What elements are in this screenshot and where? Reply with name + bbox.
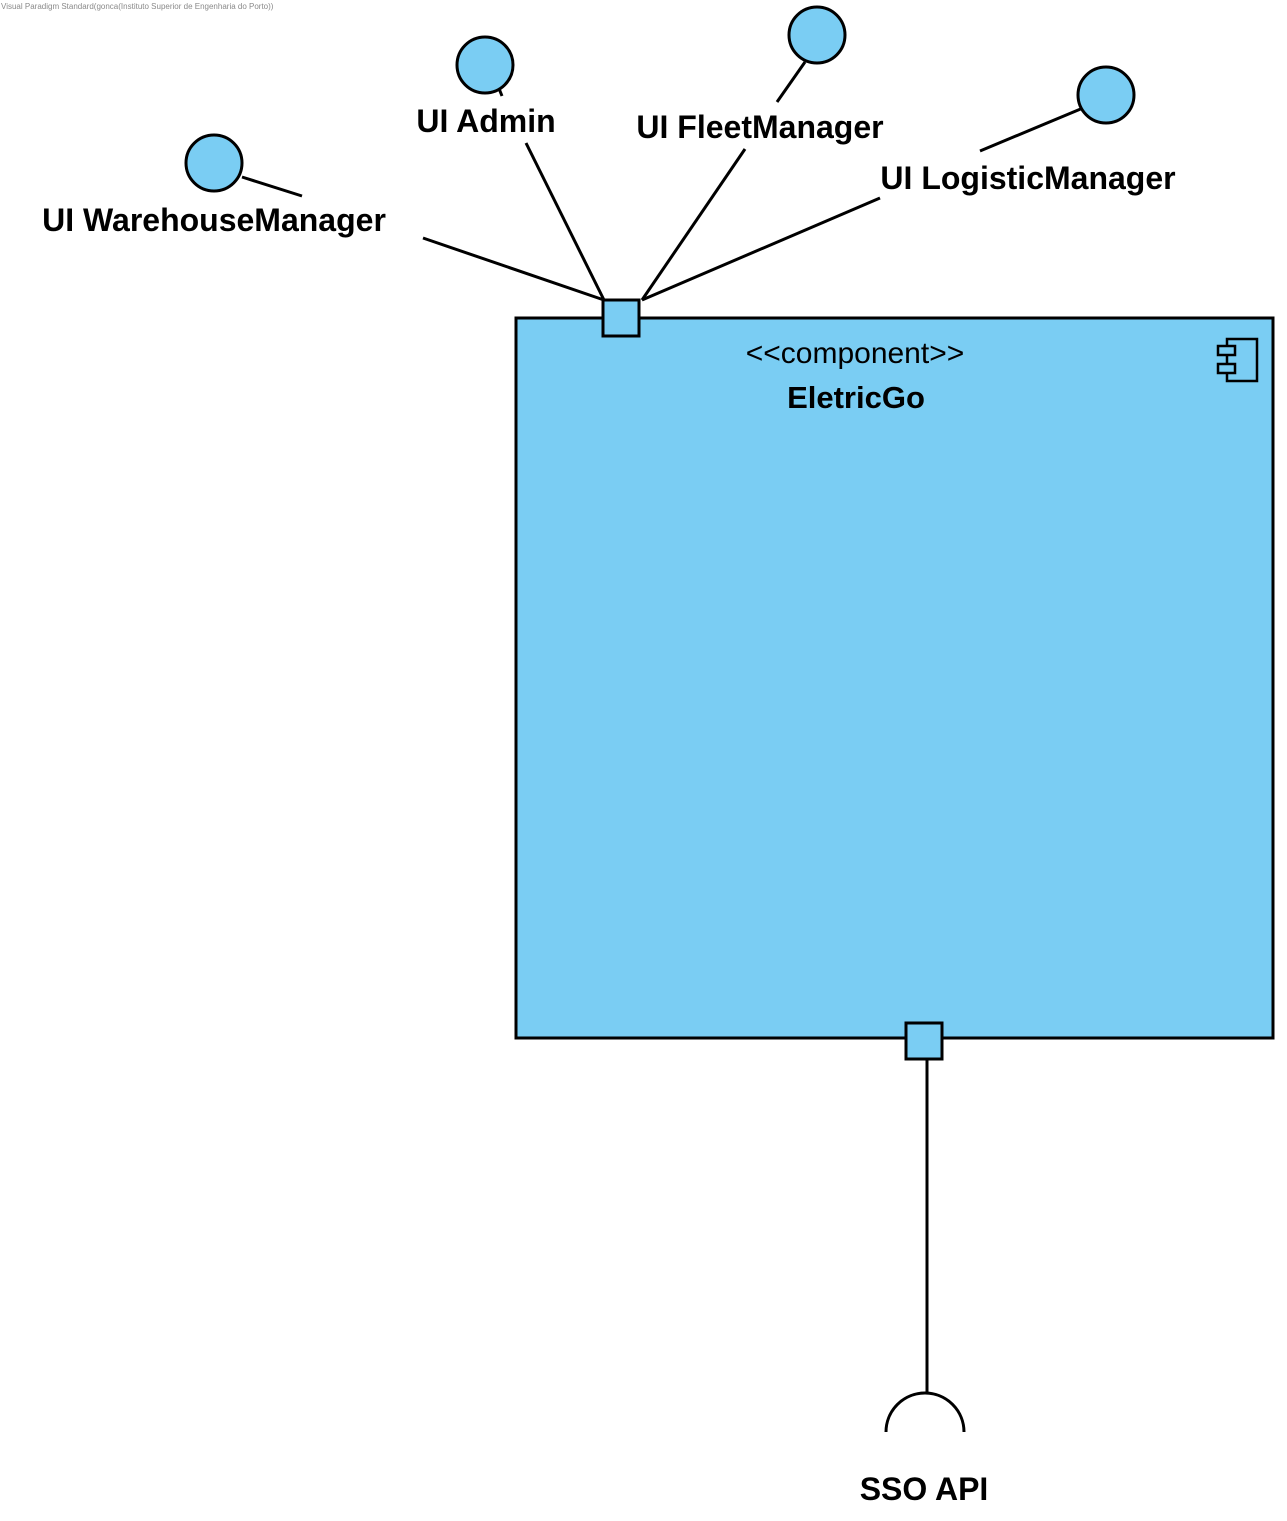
interface-connectors (241, 61, 1084, 1392)
connector-fleet-manager (775, 61, 807, 103)
connector-fleet-manager-lower (640, 148, 747, 301)
interface-circle-admin[interactable] (455, 35, 515, 95)
component-icon (1216, 337, 1259, 383)
watermark: Visual Paradigm Standard(gonca(Instituto… (1, 2, 274, 11)
interface-label-logistic-manager: UI LogisticManager (880, 160, 1175, 196)
connector-logistic-manager-lower (641, 196, 881, 302)
connector-warehouse-manager-lower (422, 236, 605, 302)
interface-circle-logistic-manager[interactable] (1076, 65, 1136, 125)
component-stereotype: <<component>> (746, 337, 965, 370)
interface-socket-sso-api[interactable] (884, 1391, 966, 1433)
interface-label-fleet-manager: UI FleetManager (636, 109, 883, 145)
interface-label-warehouse-manager: UI WarehouseManager (42, 202, 386, 238)
component-box[interactable] (514, 316, 1275, 1040)
interface-circle-fleet-manager[interactable] (787, 5, 847, 65)
component-name: EletricGo (787, 380, 925, 415)
top-port[interactable] (601, 298, 641, 338)
interface-circle-warehouse-manager[interactable] (184, 133, 244, 193)
connector-warehouse-manager (241, 175, 303, 198)
connector-logistic-manager (979, 106, 1084, 153)
bottom-port[interactable] (904, 1021, 944, 1061)
interface-label-sso-api: SSO API (860, 1471, 989, 1507)
connector-admin (524, 142, 606, 301)
interface-label-admin: UI Admin (416, 103, 555, 139)
